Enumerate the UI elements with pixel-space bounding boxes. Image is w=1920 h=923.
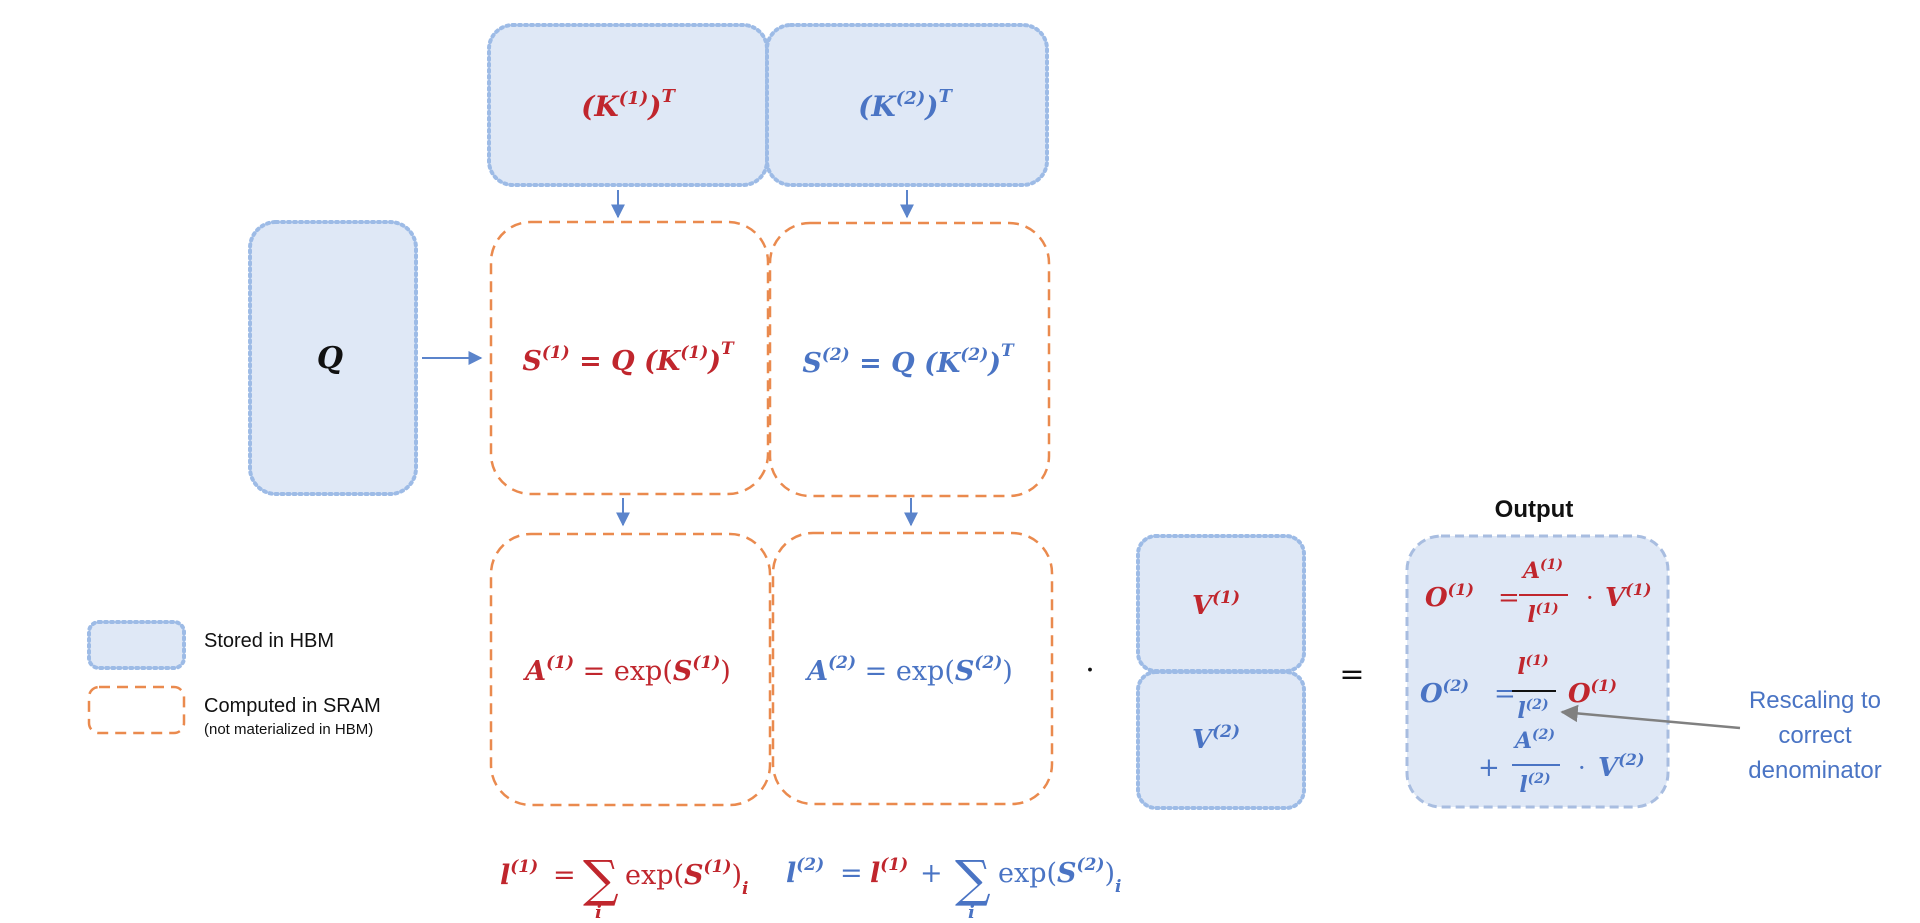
s1-formula: S(1) = Q (K(1))T — [522, 339, 735, 377]
o1-formula: O(1) = A(1) l(1) · V(1) — [1425, 557, 1651, 628]
svg-text:Rescaling to: Rescaling to — [1749, 687, 1881, 714]
svg-text:A(1): A(1) — [1521, 557, 1563, 584]
a1-block — [489, 532, 772, 807]
output-title: Output — [1495, 496, 1574, 523]
svg-text:l(1): l(1) — [870, 855, 908, 889]
svg-text:+: + — [920, 858, 943, 889]
v2-label: V(2) — [1192, 722, 1240, 755]
q-label: Q — [317, 341, 343, 376]
legend: Stored in HBM Computed in SRAM (not mate… — [87, 620, 381, 738]
svg-text:∑: ∑ — [583, 850, 619, 908]
svg-text:∑: ∑ — [955, 850, 991, 908]
arrow-rescaling — [1560, 704, 1741, 730]
svg-text:i: i — [968, 902, 975, 923]
legend-hbm-swatch — [87, 620, 186, 670]
k1-transpose-label: (K(1))T — [581, 86, 676, 123]
s2-formula: S(2) = Q (K(2))T — [802, 341, 1015, 379]
svg-text:O(2): O(2) — [1420, 676, 1469, 709]
svg-text:l(1): l(1) — [1517, 653, 1548, 680]
svg-text:=: = — [1498, 583, 1520, 613]
svg-text:denominator: denominator — [1748, 757, 1881, 784]
legend-sram-swatch — [87, 685, 186, 735]
k2-transpose-tile — [765, 23, 1049, 187]
equals-operator: = — [1339, 657, 1364, 692]
svg-text:V(1): V(1) — [1605, 580, 1651, 613]
svg-text:=: = — [1494, 679, 1516, 709]
dot-operator: · — [1085, 653, 1095, 688]
svg-text:correct: correct — [1778, 722, 1852, 749]
v1-label: V(1) — [1192, 588, 1240, 621]
v2-tile — [1136, 670, 1306, 810]
k2-transpose-label: (K(2))T — [858, 86, 953, 123]
svg-text:l(2): l(2) — [1519, 771, 1550, 798]
svg-text:exp(S(1))i: exp(S(1))i — [625, 857, 748, 899]
svg-text:=: = — [553, 860, 576, 891]
s1-block — [489, 220, 770, 496]
svg-text:O(1): O(1) — [1568, 676, 1617, 709]
svg-text:V(2): V(2) — [1598, 750, 1644, 783]
a2-block — [771, 531, 1054, 806]
s2-block — [768, 221, 1051, 498]
legend-hbm-label: Stored in HBM — [204, 630, 334, 652]
svg-text:l(1): l(1) — [500, 857, 538, 891]
o2-formula: O(2) = l(1) l(2) O(1) — [1420, 653, 1617, 724]
a2-formula: A(2) = exp(S(2)) — [804, 653, 1013, 687]
svg-text:l(1): l(1) — [1527, 601, 1558, 628]
o2-second-term: + A(2) l(2) · V(2) — [1478, 727, 1644, 798]
svg-text:exp(S(2))i: exp(S(2))i — [998, 855, 1121, 897]
svg-text:·: · — [1586, 584, 1594, 612]
svg-text:·: · — [1578, 754, 1586, 782]
q-tile — [248, 220, 418, 496]
svg-text:O(1): O(1) — [1425, 580, 1474, 613]
legend-sram-note: (not materialized in HBM) — [204, 721, 373, 738]
l2-formula: l(2) = l(1) + ∑ i exp(S(2))i — [786, 850, 1121, 923]
svg-text:l(2): l(2) — [786, 855, 824, 889]
svg-text:=: = — [840, 858, 863, 889]
rescaling-annotation: Rescaling to correct denominator — [1748, 687, 1881, 784]
svg-text:l(2): l(2) — [1517, 697, 1548, 724]
svg-text:A(2): A(2) — [1513, 727, 1555, 754]
svg-text:i: i — [595, 902, 602, 923]
l1-formula: l(1) = ∑ i exp(S(1))i — [500, 850, 748, 923]
a1-formula: A(1) = exp(S(1)) — [522, 653, 731, 687]
output-box — [1405, 534, 1670, 809]
legend-sram-label: Computed in SRAM — [204, 695, 381, 717]
svg-text:+: + — [1478, 753, 1500, 783]
